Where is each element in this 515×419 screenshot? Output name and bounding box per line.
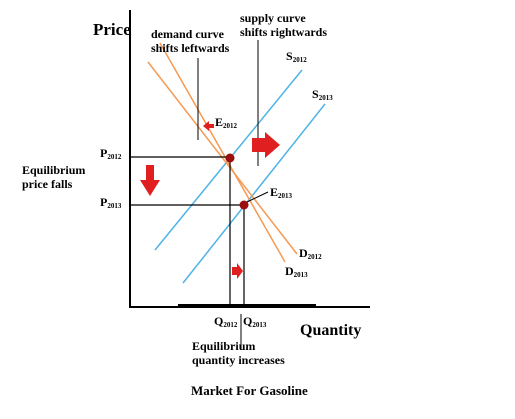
left-arrow-icon: [203, 121, 214, 131]
equilibrium-point-2013: [239, 200, 249, 210]
demand-shift-annotation: demand curve shifts leftwards: [151, 27, 230, 55]
supply-shift-annotation: supply curve shifts rightwards: [240, 11, 327, 39]
e2013-pointer: [246, 191, 269, 203]
equilibrium-point-2012: [225, 153, 235, 163]
small-right-arrow-icon: [232, 263, 243, 279]
diagram-caption: Market For Gasoline: [191, 383, 308, 398]
supply-curve-2013: [182, 103, 326, 284]
price-label-p2013: P2013: [100, 195, 122, 210]
quantity-label-q2012: Q2012: [214, 314, 238, 329]
demand-curve-2013: [159, 42, 286, 263]
curve-label-s2013: S2013: [312, 87, 333, 102]
demand-curve-2012: [147, 61, 298, 255]
point-label-e2013: E2013: [270, 185, 293, 200]
curve-label-d2013: D2013: [285, 264, 308, 279]
down-arrow-icon: [140, 165, 160, 196]
price-label-p2012: P2012: [100, 146, 122, 161]
y-axis-label: Price: [93, 20, 131, 39]
right-arrow-icon: [252, 132, 280, 158]
x-axis-label: Quantity: [300, 322, 361, 339]
curve-label-d2012: D2012: [299, 246, 322, 261]
quantity-label-q2013: Q2013: [243, 314, 267, 329]
curve-label-s2012: S2012: [286, 49, 307, 64]
quantity-increases-annotation: Equilibrium quantity increases: [192, 339, 285, 367]
price-falls-annotation: Equilibrium price falls: [22, 163, 88, 191]
point-label-e2012: E2012: [215, 115, 238, 130]
